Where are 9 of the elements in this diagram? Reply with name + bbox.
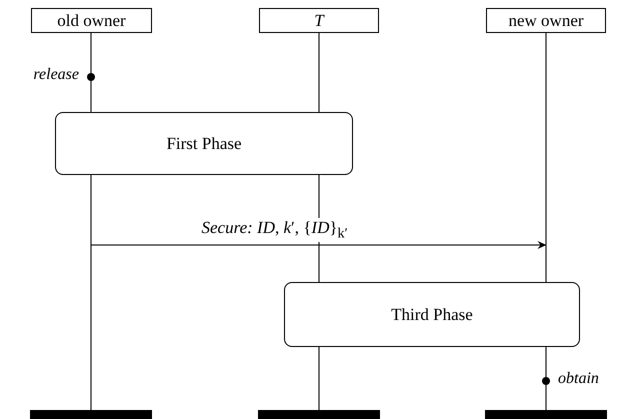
lifeline-header: new owner xyxy=(486,8,606,33)
lifeline xyxy=(30,8,152,419)
lifeline-header: old owner xyxy=(31,8,152,33)
lifeline-header: T xyxy=(259,8,379,33)
message-arrow xyxy=(91,241,547,249)
message-label: Secure: ID, k′, {ID}$_{k′}$ xyxy=(200,218,350,242)
phase-box: First Phase xyxy=(55,112,353,175)
lifeline xyxy=(485,8,607,419)
phase-box: Third Phase xyxy=(284,282,580,347)
